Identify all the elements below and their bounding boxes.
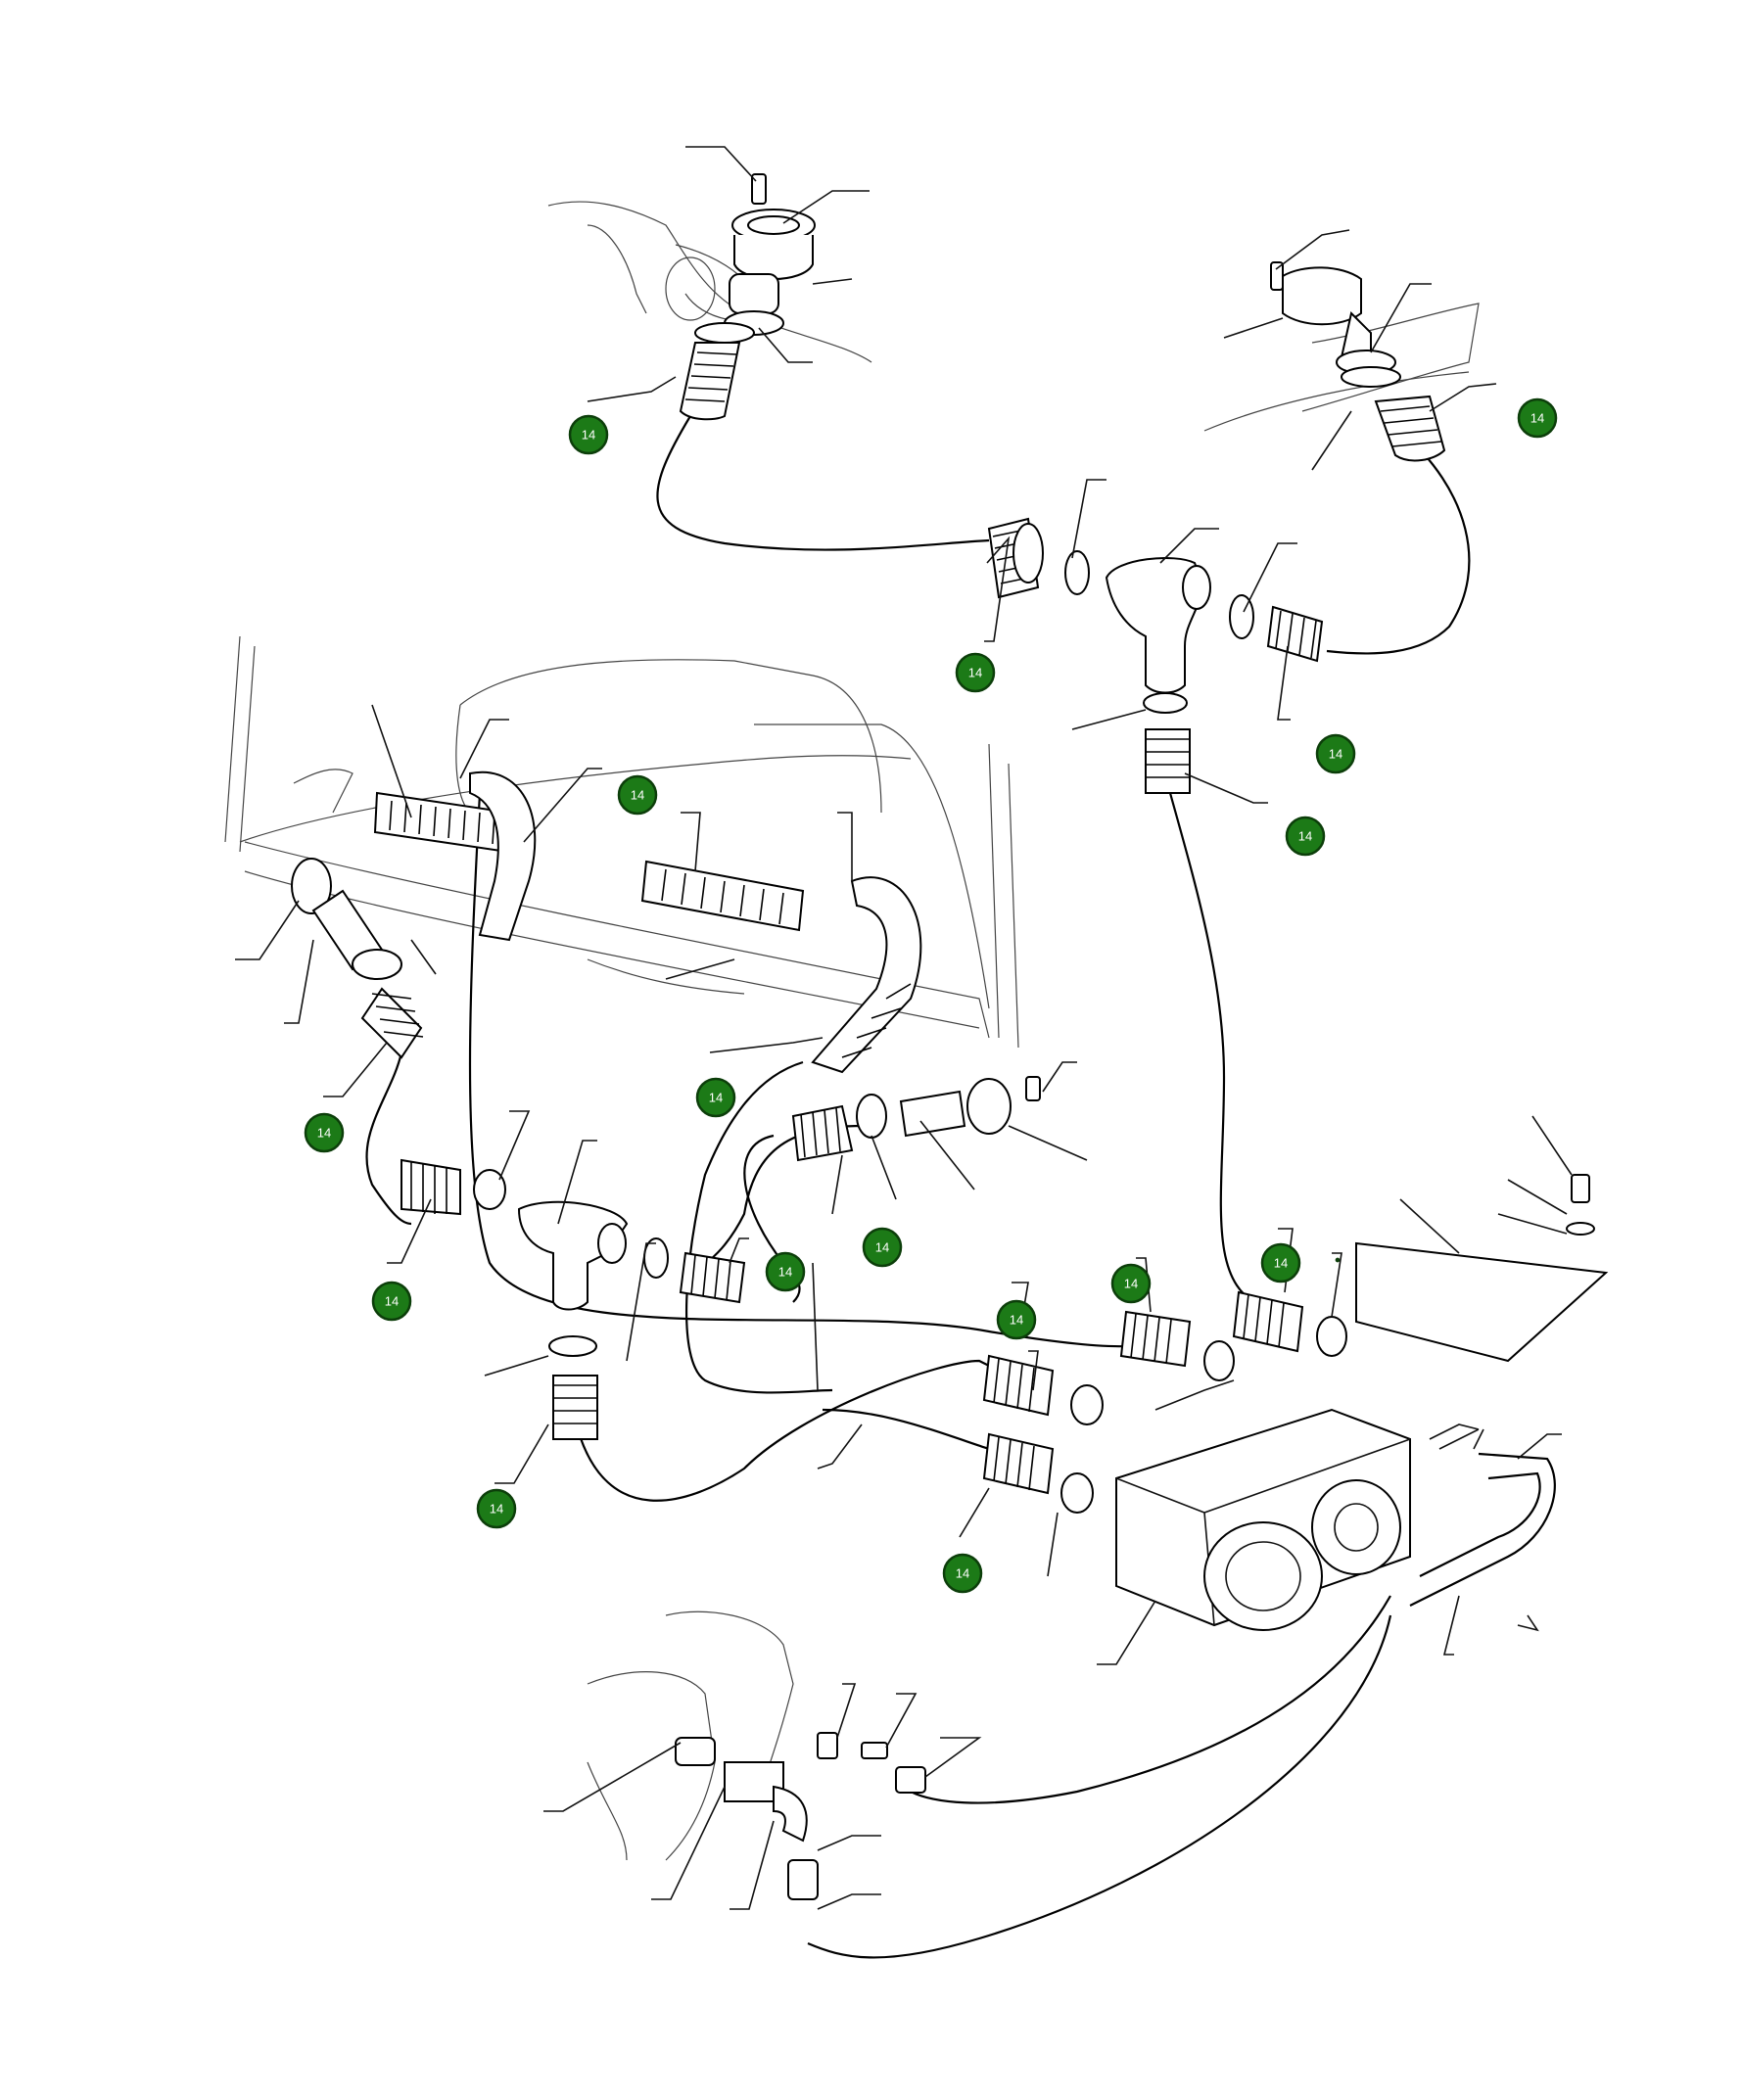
callout-badge[interactable]: 14 — [765, 1251, 806, 1292]
svg-text:14: 14 — [709, 1091, 723, 1105]
svg-text:14: 14 — [1124, 1277, 1138, 1291]
svg-text:14: 14 — [1274, 1256, 1288, 1271]
callout-badge[interactable]: 14 — [1335, 1257, 1341, 1263]
coolant-pipes — [1409, 1174, 1595, 1607]
callout-badge[interactable]: 14 — [942, 1553, 983, 1594]
callout-badge[interactable]: 14 — [955, 652, 996, 693]
callout-badge[interactable]: 14 — [568, 414, 609, 455]
svg-text:14: 14 — [385, 1294, 399, 1309]
svg-text:14: 14 — [1298, 829, 1312, 844]
heater-connection-hoses — [982, 1290, 1347, 1514]
svg-text:14: 14 — [875, 1240, 889, 1255]
svg-text:14: 14 — [582, 428, 595, 443]
engine-valve-assembly — [587, 1610, 926, 1900]
callout-badge[interactable]: 14 — [1517, 397, 1558, 439]
callout-badge[interactable]: 14 — [862, 1227, 903, 1268]
top-right-vent-assembly — [1270, 261, 1446, 462]
callout-badge[interactable]: 14 — [304, 1112, 345, 1153]
svg-text:14: 14 — [317, 1126, 331, 1141]
callout-badge[interactable]: 14 — [371, 1281, 412, 1322]
callout-badge[interactable]: 14 — [617, 774, 658, 816]
svg-text:14: 14 — [1329, 747, 1342, 762]
callout-badge[interactable]: 14 — [476, 1488, 517, 1529]
dash-vent-center — [640, 860, 805, 932]
svg-text:14: 14 — [490, 1502, 503, 1517]
callout-badge[interactable]: 14 — [695, 1077, 736, 1118]
callout-badges: 14 14 14 14 14 14 14 14 14 14 14 14 14 1… — [304, 397, 1558, 1594]
callout-badge[interactable]: 14 — [996, 1299, 1037, 1340]
dash-flex-duct — [469, 770, 922, 1074]
upper-tee-junction — [987, 517, 1324, 794]
svg-text:14: 14 — [778, 1265, 792, 1280]
callout-badge[interactable]: 14 — [1260, 1242, 1301, 1283]
svg-text:14: 14 — [968, 666, 982, 680]
callout-badge[interactable]: 14 — [1315, 733, 1356, 774]
lower-tee-junction — [400, 1158, 746, 1440]
svg-text:14: 14 — [631, 788, 644, 803]
center-outlet-components — [791, 1076, 1041, 1162]
top-left-vent-assembly — [679, 173, 816, 421]
callout-badge[interactable]: 14 — [1285, 816, 1326, 857]
svg-text:14: 14 — [1010, 1313, 1023, 1328]
svg-text:14: 14 — [956, 1566, 969, 1581]
leader-lines — [235, 146, 1573, 1910]
heater-unit — [1115, 1241, 1609, 1631]
svg-text:14: 14 — [1530, 411, 1544, 426]
left-duct-components — [291, 858, 424, 1059]
callout-badge[interactable]: 14 — [1110, 1263, 1152, 1304]
